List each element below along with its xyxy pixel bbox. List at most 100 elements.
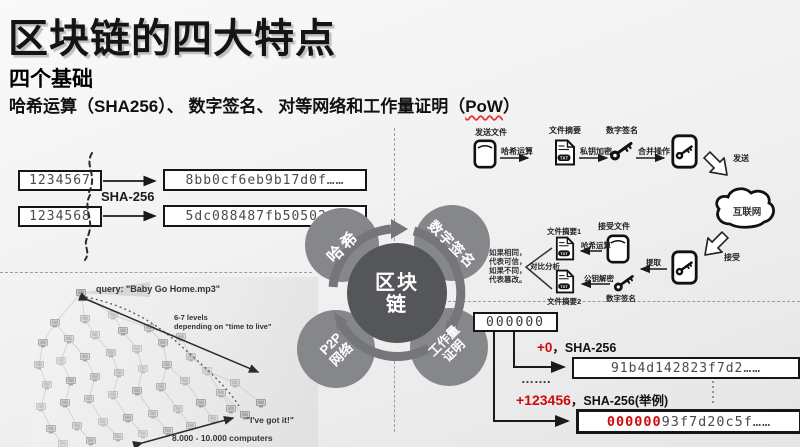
- hash-input-box-1: 1234567: [18, 170, 102, 191]
- computer-icon: [86, 437, 96, 446]
- levels-line1: 6-7 levels: [174, 313, 208, 322]
- signature-key-icon: [613, 273, 636, 293]
- pow-term: PoW: [465, 97, 503, 116]
- verdict-line4: 代表篡改。: [489, 275, 527, 284]
- digest2-txt-icon: [555, 269, 575, 294]
- computer-icon: [132, 345, 142, 354]
- blockchain-center-circle: [347, 243, 447, 343]
- levels-label: 6-7 levels depending on "time to live": [174, 313, 272, 331]
- p2p-circle: [297, 310, 375, 388]
- computer-icon: [118, 327, 128, 336]
- receive-arrow-label: 接受: [724, 253, 740, 262]
- computer-icon: [34, 361, 44, 370]
- computer-icon: [156, 383, 166, 392]
- levels-line2: depending on "time to live": [174, 322, 272, 331]
- computer-icon: [56, 357, 66, 366]
- receive-file-label: 接受文件: [598, 222, 630, 231]
- pow-add1: +0: [537, 340, 553, 355]
- send-file-label: 发送文件: [475, 128, 507, 137]
- pow-result1-box: 91b4d142823f7d2……: [572, 357, 800, 379]
- txt-file-icon: [554, 139, 576, 166]
- decrypt-label: 公钥解密: [584, 274, 614, 283]
- computer-icon: [106, 349, 116, 358]
- computer-icon: [202, 367, 212, 376]
- computer-icon: [158, 339, 168, 348]
- digest1-label: 文件摘要1: [547, 227, 582, 236]
- digest1-txt-icon: [555, 236, 575, 261]
- computer-icon: [138, 365, 148, 374]
- computer-icon: [66, 377, 76, 386]
- pow-ellipsis: …….: [521, 371, 551, 386]
- signature-2-label: 数字签名: [606, 294, 636, 303]
- computer-icon: [46, 425, 56, 434]
- divider-dashed-bottom: [394, 356, 395, 432]
- document-key-icon: [671, 134, 698, 169]
- computer-icon: [132, 387, 142, 396]
- levels-double-arrow: [77, 292, 260, 373]
- blockchain-center-label: 区块 链: [357, 272, 437, 316]
- key-icon: [609, 140, 635, 162]
- subtitle-text-end: ）: [502, 97, 520, 116]
- computer-icon: [256, 399, 266, 408]
- verdict-line3: 如果不同，: [489, 266, 527, 275]
- divider-dashed-right: [448, 301, 800, 302]
- query-label: query: "Baby Go Home.mp3": [96, 284, 221, 294]
- hash-output-box-1: 8bb0cf6eb9b17d0f……: [163, 169, 367, 191]
- computer-icon: [36, 403, 46, 412]
- merge-label: 合并操作: [638, 147, 670, 156]
- p2p-network-graphic: [34, 282, 266, 447]
- cycle-arrowheads: [334, 219, 458, 338]
- verdict-line1: 如果相同，: [489, 248, 527, 257]
- computer-icon: [108, 391, 118, 400]
- cycle-ring-arrows: [328, 224, 466, 361]
- computers-double-arrow: [132, 416, 235, 447]
- computer-icon: [76, 289, 86, 298]
- divider-dashed-top: [394, 128, 395, 246]
- got-it-label: "I've got it!": [246, 415, 294, 425]
- subtitle-text: 哈希运算（SHA256）、 数字签名、 对等网络和工作量证明（: [9, 97, 466, 116]
- computer-icon: [173, 405, 183, 414]
- hash-op-label: 哈希运算: [501, 147, 533, 156]
- pow-result2-prefix: 000000: [606, 413, 662, 430]
- pow-op1: ，SHA-256: [552, 341, 617, 355]
- cloud-icon: 互联网: [715, 187, 775, 229]
- computer-icon: [113, 433, 123, 442]
- computer-icon: [114, 369, 124, 378]
- hash-input-box-2: 1234568: [18, 206, 102, 227]
- computer-icon: [196, 399, 206, 408]
- divider-dashed-left: [0, 272, 312, 273]
- verdict-text: 如果相同， 代表可信， 如果不同， 代表篡改。: [489, 248, 527, 284]
- computer-icon: [230, 379, 240, 388]
- signature-label: 数字签名: [606, 126, 638, 135]
- compare-label: 对比分析: [530, 262, 560, 271]
- cloud-label: 互联网: [733, 206, 762, 218]
- send-arrow-icon: [699, 147, 736, 184]
- hash-op-2-label: 哈希运算: [581, 241, 611, 250]
- encrypt-label: 私钥加密: [580, 147, 612, 156]
- computer-count-label: 8.000 - 10.000 computers: [172, 433, 273, 443]
- p2p-network-image: query: "Baby Go Home.mp3" 6-7 levels dep…: [30, 277, 318, 447]
- pow-add2: +123456: [516, 392, 571, 408]
- computer-icon: [180, 377, 190, 386]
- verdict-line2: 代表可信，: [489, 257, 527, 266]
- computer-icon: [138, 430, 148, 439]
- cut-mark-2: [84, 194, 92, 261]
- extract-label: 提取: [646, 258, 661, 267]
- received-document-key-icon: [671, 250, 698, 285]
- digest2-label: 文件摘要2: [547, 297, 582, 306]
- computer-icon: [42, 381, 52, 390]
- subtitle-line: 哈希运算（SHA256）、 数字签名、 对等网络和工作量证明（PoW）: [9, 92, 520, 117]
- computer-icon: [80, 315, 90, 324]
- computer-icon: [60, 399, 70, 408]
- sha256-label: SHA-256: [101, 189, 155, 204]
- page-title: 区块链的四大特点: [8, 17, 336, 61]
- computer-icon: [58, 440, 68, 447]
- center-line2: 链: [386, 294, 408, 316]
- pow-result2-rest: 93f7d20c5f……: [661, 413, 772, 430]
- pow-try2-label: +123456，SHA-256(举例): [516, 390, 668, 409]
- computer-icon: [84, 395, 94, 404]
- computer-icon: [90, 373, 100, 382]
- pow-op2: ，SHA-256(举例): [570, 394, 669, 408]
